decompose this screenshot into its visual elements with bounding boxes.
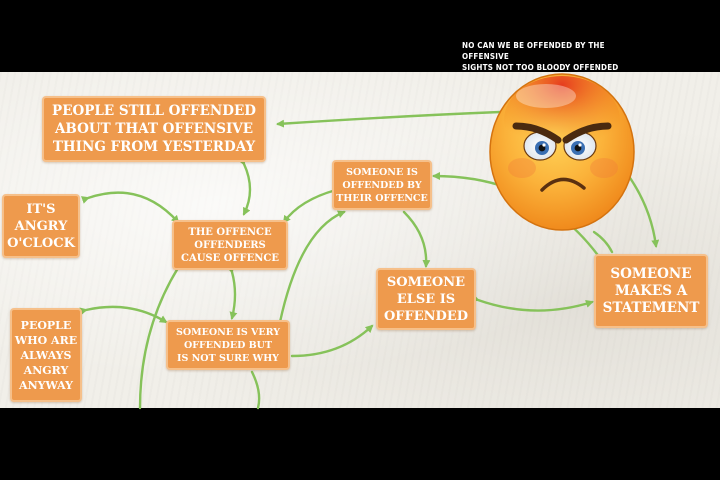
arrow-offenders-to-very-offended bbox=[226, 265, 238, 320]
node-offended-by-offence: SOMEONE IS OFFENDED BY THEIR OFFENCE bbox=[332, 160, 432, 210]
angry-face-emoji-icon bbox=[489, 73, 635, 231]
node-angry-oclock: IT'S ANGRY O'CLOCK bbox=[2, 194, 80, 258]
arrow-very-offended-to-offended-by-offence bbox=[278, 210, 346, 324]
arrow-very-offended-downward bbox=[250, 370, 261, 410]
caption-line-2: SIGHTS NOT TOO BLOODY OFFENDED bbox=[462, 63, 619, 72]
node-someone-makes-statement: SOMEONE MAKES A STATEMENT bbox=[594, 254, 708, 328]
node-people-still-offended: PEOPLE STILL OFFENDED ABOUT THAT OFFENSI… bbox=[42, 96, 266, 162]
arrow-someone-else-to-statement bbox=[471, 294, 594, 312]
arrow-people-still-to-offenders bbox=[237, 156, 252, 216]
node-people-always-angry: PEOPLE WHO ARE ALWAYS ANGRY ANYWAY bbox=[10, 308, 82, 402]
caption-line-1: NO CAN WE BE OFFENDED BY THE OFFENSIVE bbox=[462, 41, 605, 61]
arrow-always-angry-to-very-offended bbox=[79, 305, 168, 324]
image-caption: NO CAN WE BE OFFENDED BY THE OFFENSIVE S… bbox=[462, 40, 652, 73]
arrow-face-to-people-still-offended bbox=[276, 110, 502, 128]
node-someone-else-offended: SOMEONE ELSE IS OFFENDED bbox=[376, 268, 476, 330]
node-offence-offenders: THE OFFENCE OFFENDERS CAUSE OFFENCE bbox=[172, 220, 288, 270]
arrow-face-lower bbox=[592, 230, 614, 254]
arrow-very-offended-to-someone-else bbox=[290, 324, 374, 358]
arrow-angry-to-offenders bbox=[81, 191, 180, 224]
node-very-offended-not-sure: SOMEONE IS VERY OFFENDED BUT IS NOT SURE… bbox=[166, 320, 290, 370]
arrow-offenders-downward bbox=[138, 266, 180, 410]
arrow-offence-to-offenders bbox=[282, 188, 338, 224]
arrow-offence-to-someone-else bbox=[402, 210, 431, 268]
